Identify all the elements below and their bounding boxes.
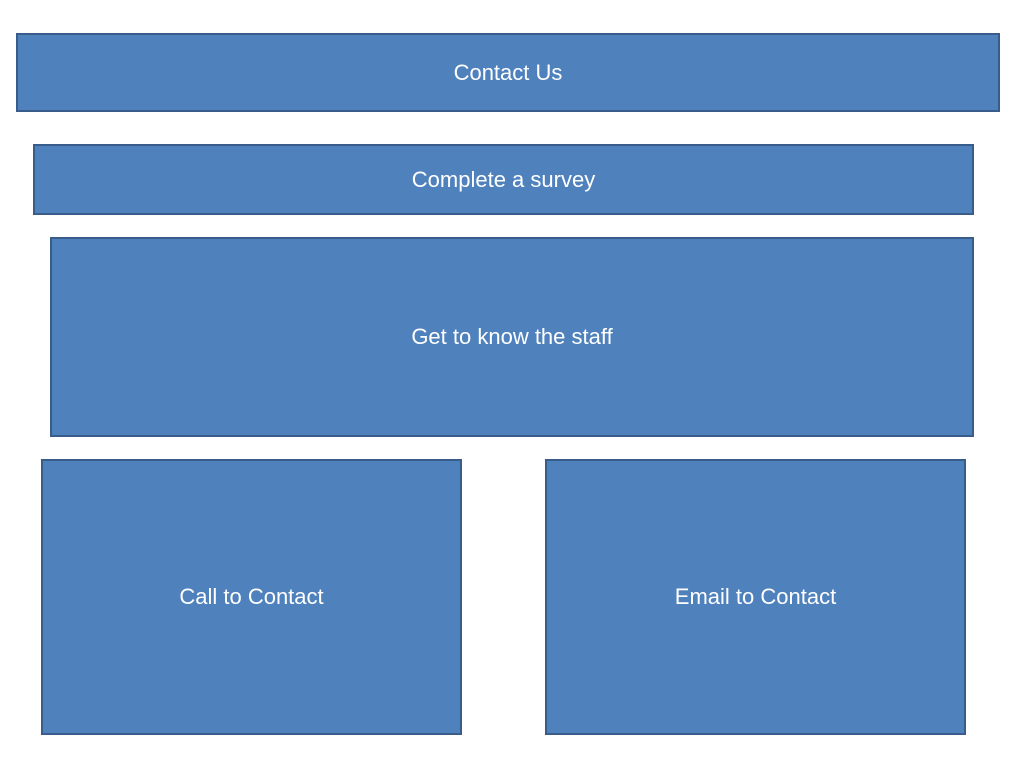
call-to-contact-label: Call to Contact: [179, 584, 324, 609]
email-to-contact-label: Email to Contact: [674, 584, 837, 609]
get-to-know-staff-label: Get to know the staff: [411, 324, 613, 349]
complete-survey-button[interactable]: Complete a survey: [33, 144, 974, 215]
call-to-contact-button[interactable]: Call to Contact: [41, 459, 462, 735]
email-to-contact-button[interactable]: Email to Contact: [545, 459, 966, 735]
contact-us-banner[interactable]: Contact Us: [16, 33, 1000, 112]
contact-us-label: Contact Us: [453, 59, 563, 85]
complete-survey-label: Complete a survey: [411, 166, 596, 192]
get-to-know-staff-button[interactable]: Get to know the staff: [50, 237, 974, 437]
